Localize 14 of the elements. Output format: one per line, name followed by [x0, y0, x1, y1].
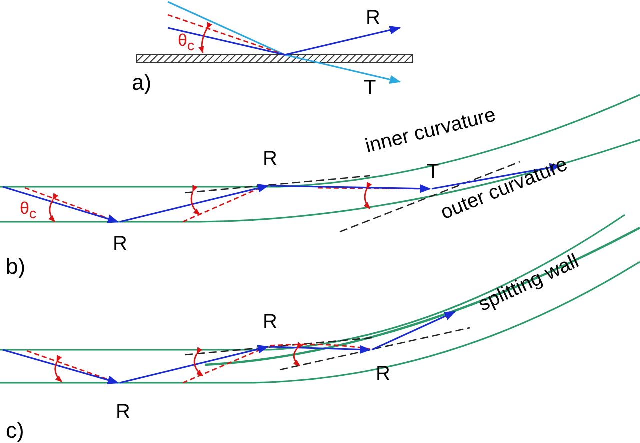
panel-label: b) — [6, 256, 26, 278]
panel-label: a) — [132, 72, 152, 94]
angle-label: θ$_{c}$ — [178, 32, 195, 54]
angle-label: θ$_{c}$ — [20, 200, 37, 222]
ray-label: R — [113, 234, 128, 254]
ray-label: R — [263, 149, 278, 169]
panel-label: c) — [6, 420, 24, 442]
ray-label: T — [427, 162, 440, 182]
ray-label: R — [116, 402, 130, 422]
ray-label: R — [263, 312, 278, 332]
ray-label: T — [364, 78, 376, 98]
ray-label: R — [376, 364, 390, 384]
ray-label: R — [366, 8, 380, 28]
curvature-label: inner curvature — [364, 105, 498, 157]
